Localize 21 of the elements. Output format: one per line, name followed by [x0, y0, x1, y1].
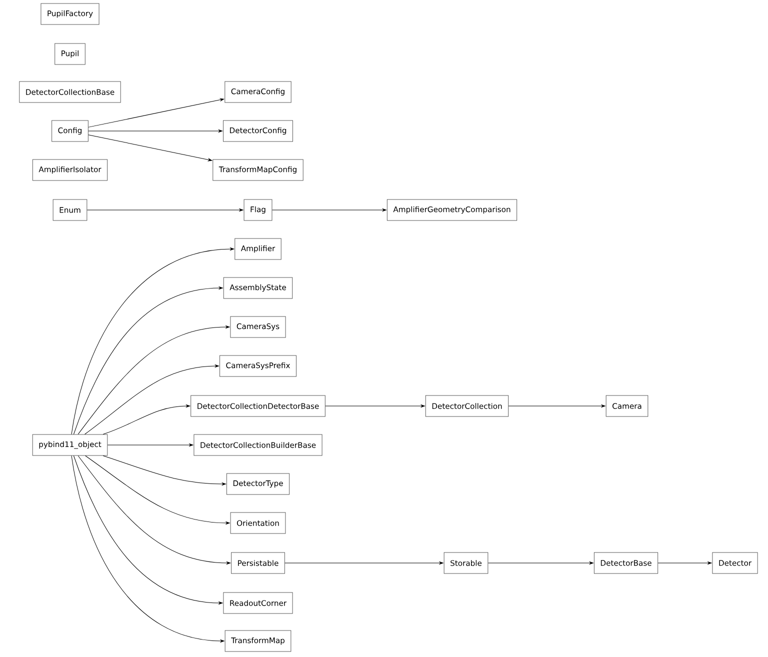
arrow [488, 562, 594, 564]
arrow [102, 404, 190, 434]
arrow [73, 456, 223, 604]
arrow [85, 456, 230, 524]
arrow [284, 562, 444, 564]
arrow [86, 208, 244, 212]
arrow [658, 562, 712, 564]
arrow [508, 404, 606, 408]
arrow [71, 248, 234, 434]
arrow [325, 404, 425, 408]
arrow [73, 286, 223, 434]
arrow [78, 456, 231, 564]
arrow [88, 130, 222, 132]
arrow [272, 208, 386, 212]
arrow [107, 444, 194, 446]
arrow [88, 134, 212, 162]
arrow [71, 456, 224, 642]
arrow [78, 326, 230, 434]
arrow [84, 364, 219, 434]
arrow [102, 456, 226, 486]
arrow [88, 98, 224, 128]
